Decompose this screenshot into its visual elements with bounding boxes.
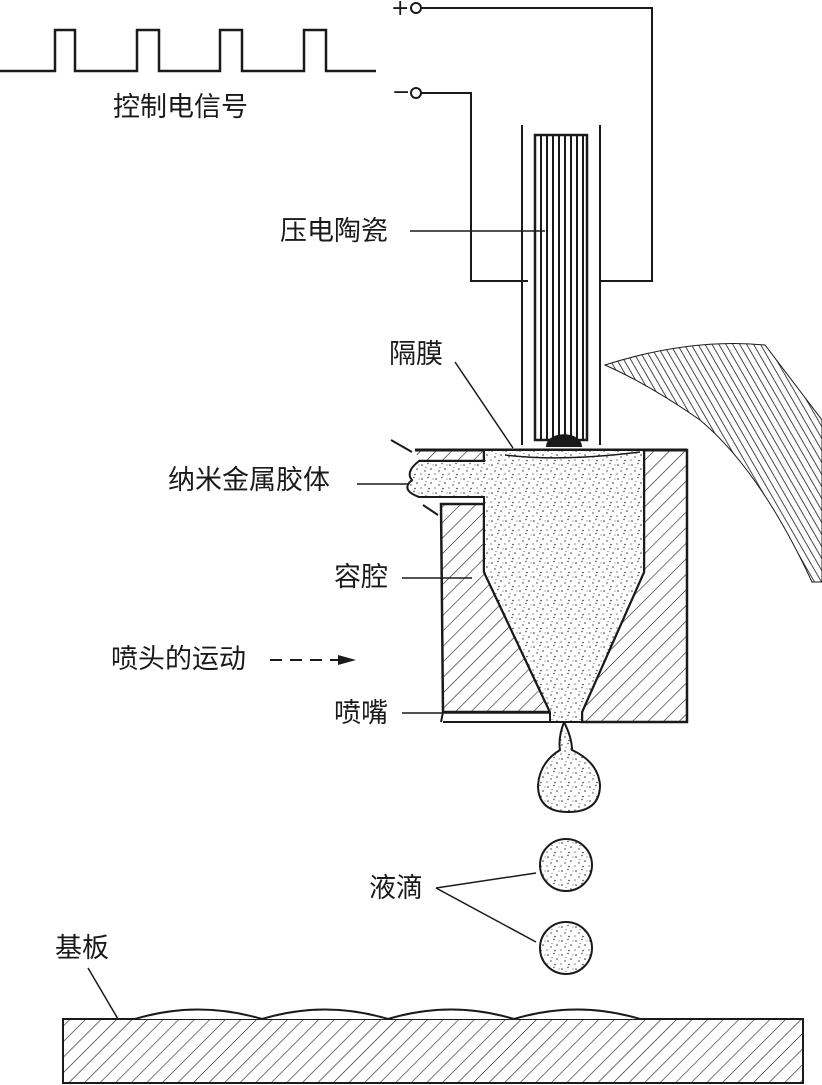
- diaphragm-label: 隔膜: [389, 339, 443, 370]
- piezo-ceramic-stack: [521, 125, 601, 447]
- nano-metal-colloid-label: 纳米金属胶体: [168, 465, 330, 496]
- piezo-ceramic-label: 压电陶瓷: [280, 216, 388, 247]
- droplet: [539, 838, 593, 892]
- control-pulse-waveform: [0, 28, 376, 73]
- substrate-plate: [62, 1008, 804, 1084]
- droplet: [539, 921, 593, 975]
- nozzle-label: 喷嘴: [334, 698, 388, 729]
- cavity-label: 容腔: [334, 562, 388, 593]
- colloid-fluid: [406, 449, 645, 814]
- nozzle-motion-label: 喷头的运动: [111, 644, 246, 675]
- positive-terminal: +: [391, 0, 410, 21]
- leader-lines: [87, 230, 550, 1020]
- mounting-bracket: [603, 343, 822, 583]
- negative-terminal: −: [392, 80, 411, 105]
- electrode-wires: [410, 2, 653, 282]
- droplet-label: 液滴: [369, 873, 423, 904]
- control-signal-label: 控制电信号: [113, 92, 248, 123]
- substrate-label: 基板: [55, 933, 109, 964]
